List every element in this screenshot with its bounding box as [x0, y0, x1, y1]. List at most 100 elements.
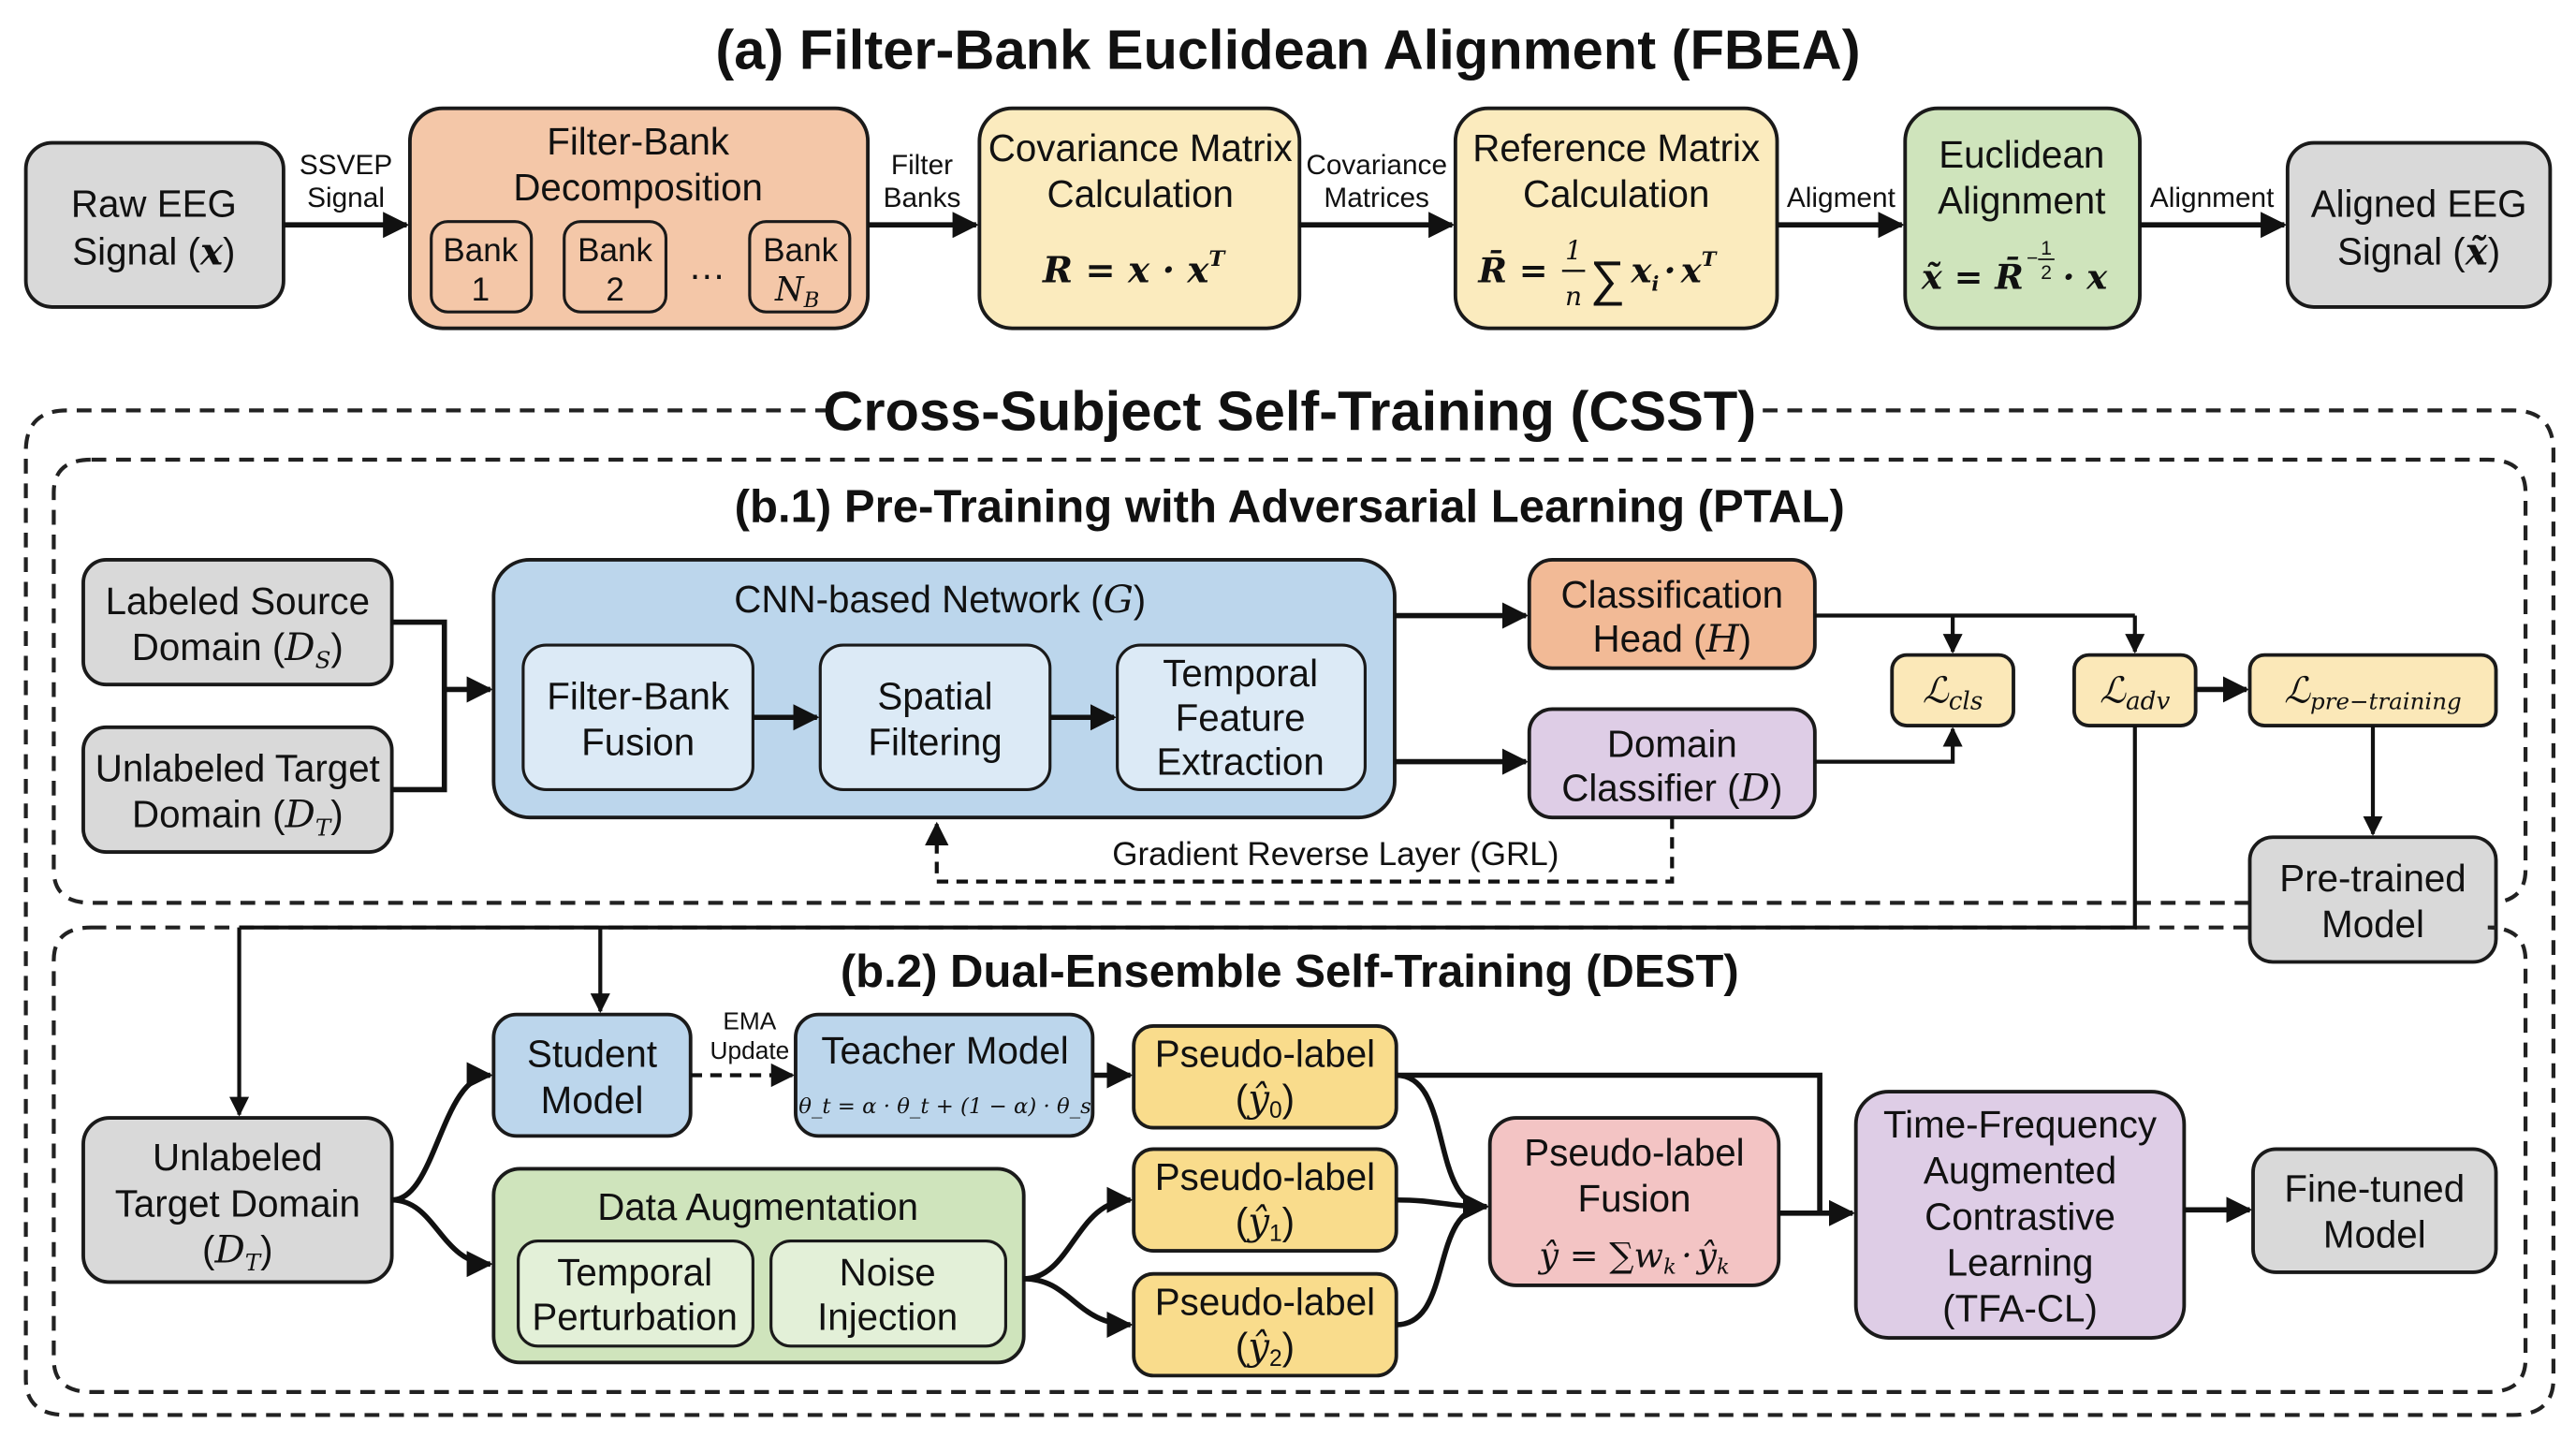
reference-box	[1453, 106, 1779, 330]
tfacl-line4: Learning	[1947, 1240, 2094, 1284]
temporal-line3: Extraction	[1157, 741, 1325, 784]
pl0-var: (ŷ0)	[1236, 1077, 1295, 1123]
teacher-model-node[interactable]: Teacher Model θ_t = α · θ_t + (1 − α) · …	[794, 1012, 1095, 1138]
teacher-box	[794, 1012, 1095, 1138]
filter-bank-decomposition-node[interactable]: Filter-Bank Decomposition Bank 1 Bank 2 …	[407, 106, 871, 330]
csst-title: Cross-Subject Self-Training (CSST)	[823, 379, 1756, 442]
covariance-formula: R = x · xT	[1042, 247, 1226, 292]
temporal-perturbation-block[interactable]: Temporal Perturbation	[517, 1240, 754, 1348]
edge-label-ssvep-2: Signal	[307, 183, 385, 213]
raw-eeg-line1: Raw EEG	[71, 182, 237, 225]
dest-target-line2: Target Domain	[115, 1181, 360, 1225]
fb-fusion-block[interactable]: Filter-Bank Fusion	[521, 643, 754, 791]
finetuned-model-node[interactable]: Fine-tuned Model	[2251, 1147, 2498, 1274]
euclidean-alignment-node[interactable]: Euclidean Alignment x̃ = R̄ − 1 2 · x	[1903, 106, 2142, 330]
pseudo-label-2-node[interactable]: Pseudo-label (ŷ2)	[1132, 1271, 1398, 1378]
temporal-pert-line1: Temporal	[557, 1251, 712, 1294]
tfacl-box	[1853, 1090, 2187, 1340]
svg-text:ℒpre−training: ℒpre−training	[2284, 669, 2462, 714]
pretrained-box	[2247, 835, 2498, 964]
dest-title: (b.2) Dual-Ensemble Self-Training (DEST)	[841, 946, 1739, 997]
domain-clf-line1: Domain	[1607, 722, 1737, 765]
aligned-line1: Aligned EEG	[2311, 182, 2527, 225]
loss-cls: ℒcls	[1890, 653, 2015, 727]
pl0-title: Pseudo-label	[1155, 1033, 1375, 1076]
fusion-line1: Pseudo-label	[1524, 1131, 1744, 1174]
euclidean-box	[1903, 106, 2142, 330]
svg-text:2: 2	[2041, 262, 2052, 284]
tfacl-node[interactable]: Time-Frequency Augmented Contrastive Lea…	[1853, 1090, 2187, 1340]
augmentation-title: Data Augmentation	[597, 1185, 918, 1228]
edge-label-ssvep-1: SSVEP	[300, 150, 392, 181]
svg-text:· x: · x	[2063, 257, 2109, 298]
covariance-title-2: Calculation	[1046, 172, 1233, 215]
svg-text:x̃ = R̄: x̃ = R̄	[1921, 256, 2024, 298]
bank-nb[interactable]: Bank NB	[748, 220, 852, 314]
aligned-eeg-node[interactable]: Aligned EEG Signal (x̃)	[2285, 140, 2553, 309]
dest-target-domain-node[interactable]: Unlabeled Target Domain (DT)	[81, 1116, 394, 1284]
loss-adv: ℒadv	[2071, 653, 2198, 727]
noise-injection-block[interactable]: Noise Injection	[769, 1240, 1007, 1348]
covariance-node[interactable]: Covariance Matrix Calculation R = x · xT	[977, 106, 1302, 330]
edge-label-filter-banks-1: Filter	[891, 150, 953, 181]
reference-title-2: Calculation	[1523, 172, 1709, 215]
ema-label-2: Update	[710, 1036, 789, 1064]
reference-matrix-node[interactable]: Reference Matrix Calculation R̄ = 1 n ∑ …	[1453, 106, 1779, 330]
cls-head-line2: Head (H)	[1593, 617, 1752, 661]
bank-1-label: Bank	[443, 232, 518, 269]
aligned-box	[2285, 140, 2553, 309]
edge-label-aligment: Aligment	[1787, 183, 1896, 213]
svg-text:∑: ∑	[1590, 252, 1626, 307]
raw-eeg-node[interactable]: Raw EEG Signal (x)	[23, 140, 285, 309]
student-line2: Model	[541, 1078, 644, 1122]
tfacl-line2: Augmented	[1924, 1149, 2116, 1192]
bank-1[interactable]: Bank 1	[430, 220, 534, 314]
arrow-aug-to-pl2	[1023, 1276, 1134, 1339]
pl1-var: (ŷ1)	[1236, 1200, 1295, 1247]
edge-label-cov-matrices-1: Covariance	[1306, 150, 1447, 181]
bank-nb-index: NB	[774, 271, 819, 313]
domain-classifier-node[interactable]: Domain Classifier (D)	[1527, 707, 1817, 820]
teacher-formula: θ_t = α · θ_t + (1 − α) · θ_s	[798, 1094, 1091, 1119]
dest-target-line1: Unlabeled	[153, 1136, 323, 1179]
svg-text:1: 1	[2041, 238, 2052, 259]
cnn-title: CNN-based Network (G)	[734, 578, 1146, 622]
finetuned-box	[2251, 1147, 2498, 1274]
tfacl-line1: Time-Frequency	[1883, 1103, 2158, 1146]
aligned-line2: Signal (x̃)	[2337, 228, 2500, 273]
labeled-source-node[interactable]: Labeled Source Domain (DS)	[81, 557, 394, 687]
tfacl-line3: Contrastive	[1925, 1195, 2115, 1238]
data-augmentation-node[interactable]: Data Augmentation Temporal Perturbation …	[491, 1167, 1026, 1365]
student-model-node[interactable]: Student Model	[491, 1012, 693, 1138]
bank-nb-label: Bank	[763, 232, 838, 269]
pretrained-line2: Model	[2321, 902, 2424, 946]
cnn-network-node[interactable]: CNN-based Network (G) Filter-Bank Fusion…	[491, 557, 1397, 820]
unlabeled-target-node[interactable]: Unlabeled Target Domain (DT)	[81, 725, 394, 854]
spatial-filtering-block[interactable]: Spatial Filtering	[818, 643, 1052, 791]
pseudo-label-0-node[interactable]: Pseudo-label (ŷ0)	[1132, 1023, 1398, 1130]
pretrained-line1: Pre-trained	[2279, 857, 2466, 900]
pseudo-label-fusion-node[interactable]: Pseudo-label Fusion ŷ = ∑wk·ŷk	[1487, 1116, 1781, 1287]
spatial-line1: Spatial	[877, 674, 992, 717]
finetuned-line2: Model	[2323, 1213, 2426, 1256]
fb-fusion-line1: Filter-Bank	[547, 674, 730, 717]
connector-pl0-to-tfacl	[1396, 1072, 1822, 1213]
temporal-feature-block[interactable]: Temporal Feature Extraction	[1116, 643, 1367, 791]
pretrained-model-node[interactable]: Pre-trained Model	[2247, 835, 2498, 964]
pseudo-label-1-node[interactable]: Pseudo-label (ŷ1)	[1132, 1147, 1398, 1254]
svg-text:R̄ =: R̄ =	[1477, 249, 1547, 291]
fusion-line2: Fusion	[1577, 1177, 1690, 1220]
svg-text:−: −	[2027, 247, 2038, 269]
section-a-title: (a) Filter-Bank Euclidean Alignment (FBE…	[715, 19, 1860, 81]
tfacl-line5: (TFA-CL)	[1942, 1287, 2098, 1330]
classification-head-node[interactable]: Classification Head (H)	[1527, 557, 1817, 670]
unlabeled-target-line2: Domain (DT)	[132, 793, 344, 842]
euclidean-title-1: Euclidean	[1939, 133, 2104, 176]
pl1-title: Pseudo-label	[1155, 1155, 1375, 1198]
covariance-box	[977, 106, 1302, 330]
grl-feedback-arrow	[925, 817, 1675, 884]
bank-2[interactable]: Bank 2	[563, 220, 668, 314]
teacher-title: Teacher Model	[821, 1029, 1068, 1072]
temporal-line1: Temporal	[1163, 652, 1318, 695]
pl2-var: (ŷ2)	[1236, 1325, 1295, 1372]
